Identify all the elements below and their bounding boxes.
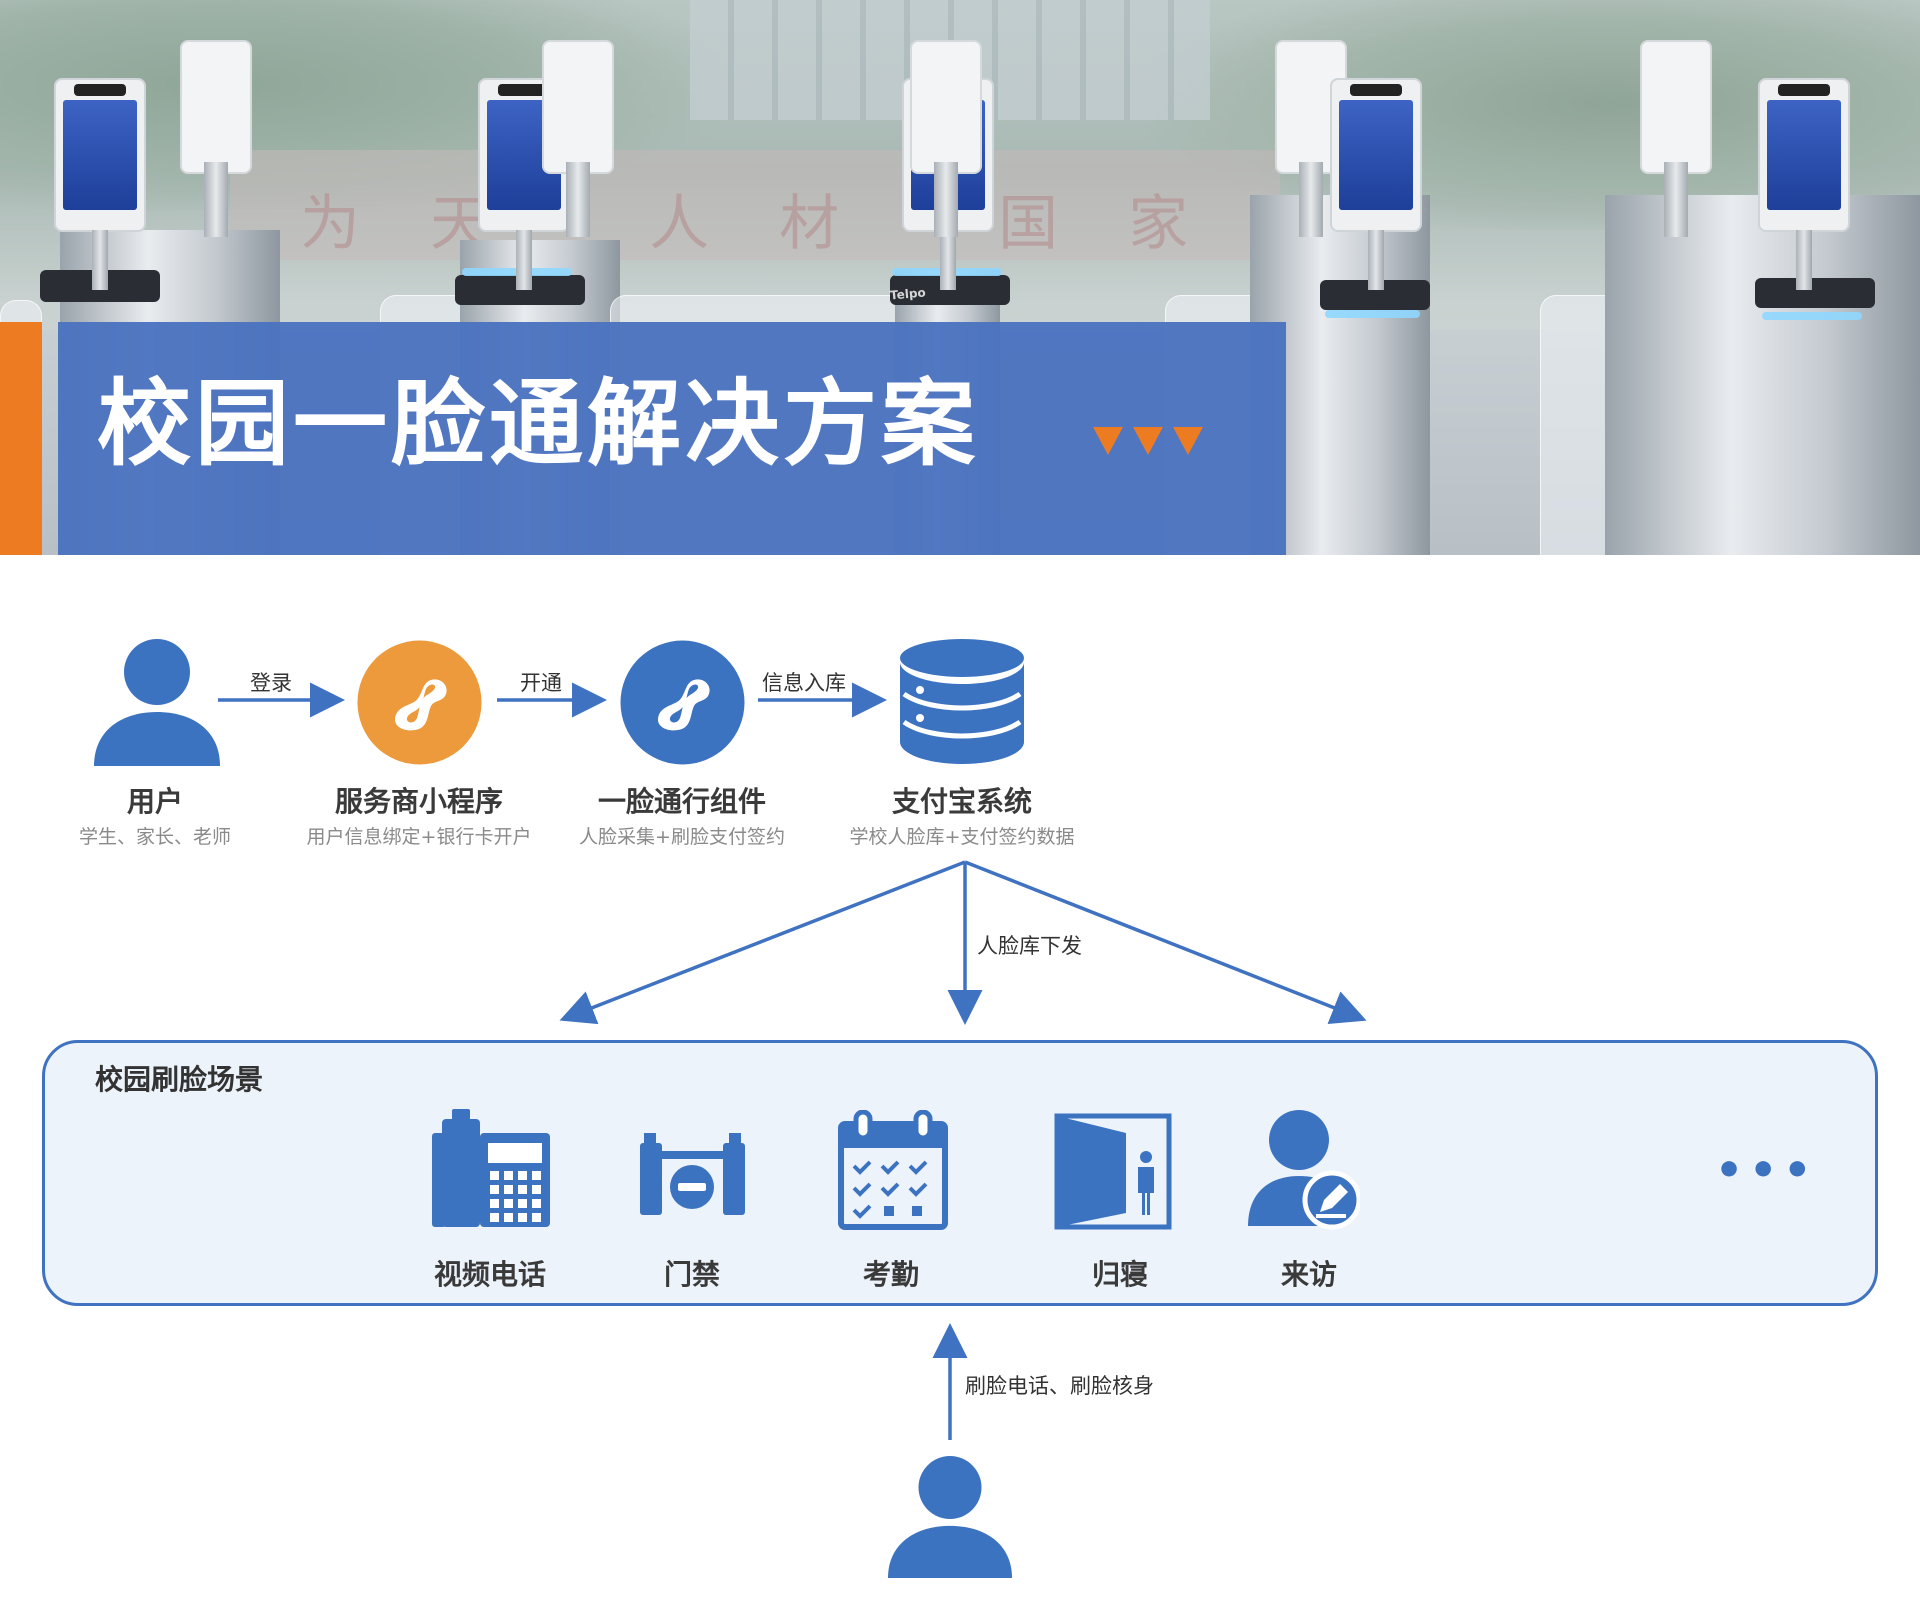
more-indicator: ••• <box>1715 1145 1818 1196</box>
face-recognition-terminal <box>54 78 146 290</box>
scenario-container <box>42 1040 1878 1306</box>
mini-program-icon <box>357 640 482 765</box>
calendar-check-icon <box>838 1110 948 1230</box>
info-panel <box>910 40 982 237</box>
info-panel <box>1640 40 1712 237</box>
edge-label-distribute: 人脸库下发 <box>977 934 1082 958</box>
scenario-label-video-call: 视频电话 <box>433 1258 546 1291</box>
node-label-mini-program: 服务商小程序 <box>334 785 503 818</box>
turnstile-top <box>1755 278 1875 308</box>
node-sub-mini-program: 用户信息绑定+银行卡开户 <box>306 826 532 848</box>
turnstile-light <box>1762 312 1862 320</box>
scenario-title: 校园刷脸场景 <box>95 1063 264 1096</box>
node-sub-alipay-system: 学校人脸库+支付签约数据 <box>849 826 1075 848</box>
dormitory-door-icon <box>1054 1113 1172 1230</box>
page-title: 校园一脸通解决方案 <box>97 370 980 479</box>
turnstile-body <box>1605 195 1920 555</box>
title-triangle-icon <box>1093 427 1203 455</box>
title-accent-bar <box>0 322 42 555</box>
database-icon <box>900 639 1024 764</box>
node-sub-user: 学生、家长、老师 <box>78 826 231 848</box>
distribute-arrow <box>964 860 1367 1024</box>
edge-label-login: 登录 <box>250 671 292 695</box>
background-slogan: 为天 人材 国家 <box>300 189 1259 259</box>
edge-label-face-call: 刷脸电话、刷脸核身 <box>965 1374 1154 1398</box>
background-slogan-wall <box>230 150 1280 260</box>
distribute-arrow <box>559 860 966 1025</box>
face-recognition-terminal <box>1330 78 1422 290</box>
edge-label-activate: 开通 <box>520 671 562 695</box>
scenario-label-attendance: 考勤 <box>862 1258 919 1291</box>
desk-phone-icon <box>432 1109 550 1227</box>
turnstile-gate-icon <box>640 1133 745 1215</box>
info-panel <box>180 40 252 237</box>
node-label-alipay-system: 支付宝系统 <box>891 785 1032 818</box>
visitor-sign-icon <box>1248 1110 1360 1230</box>
title-band <box>58 322 1286 555</box>
node-label-face-component: 一脸通行组件 <box>597 785 766 818</box>
mini-program-icon <box>620 640 745 765</box>
user-icon <box>94 639 220 766</box>
edge-label-store-info: 信息入库 <box>762 671 846 695</box>
node-label-user: 用户 <box>126 785 183 818</box>
scenario-label-dormitory: 归寝 <box>1091 1258 1148 1291</box>
info-panel <box>542 40 614 237</box>
face-recognition-terminal <box>1758 78 1850 290</box>
scenario-label-access-control: 门禁 <box>663 1258 720 1291</box>
node-sub-face-component: 人脸采集+刷脸支付签约 <box>579 826 785 848</box>
turnstile-light <box>1325 310 1420 318</box>
scenario-label-visitor: 来访 <box>1280 1258 1337 1291</box>
user-icon <box>887 1455 1013 1579</box>
flow-connectors <box>218 682 1367 1440</box>
